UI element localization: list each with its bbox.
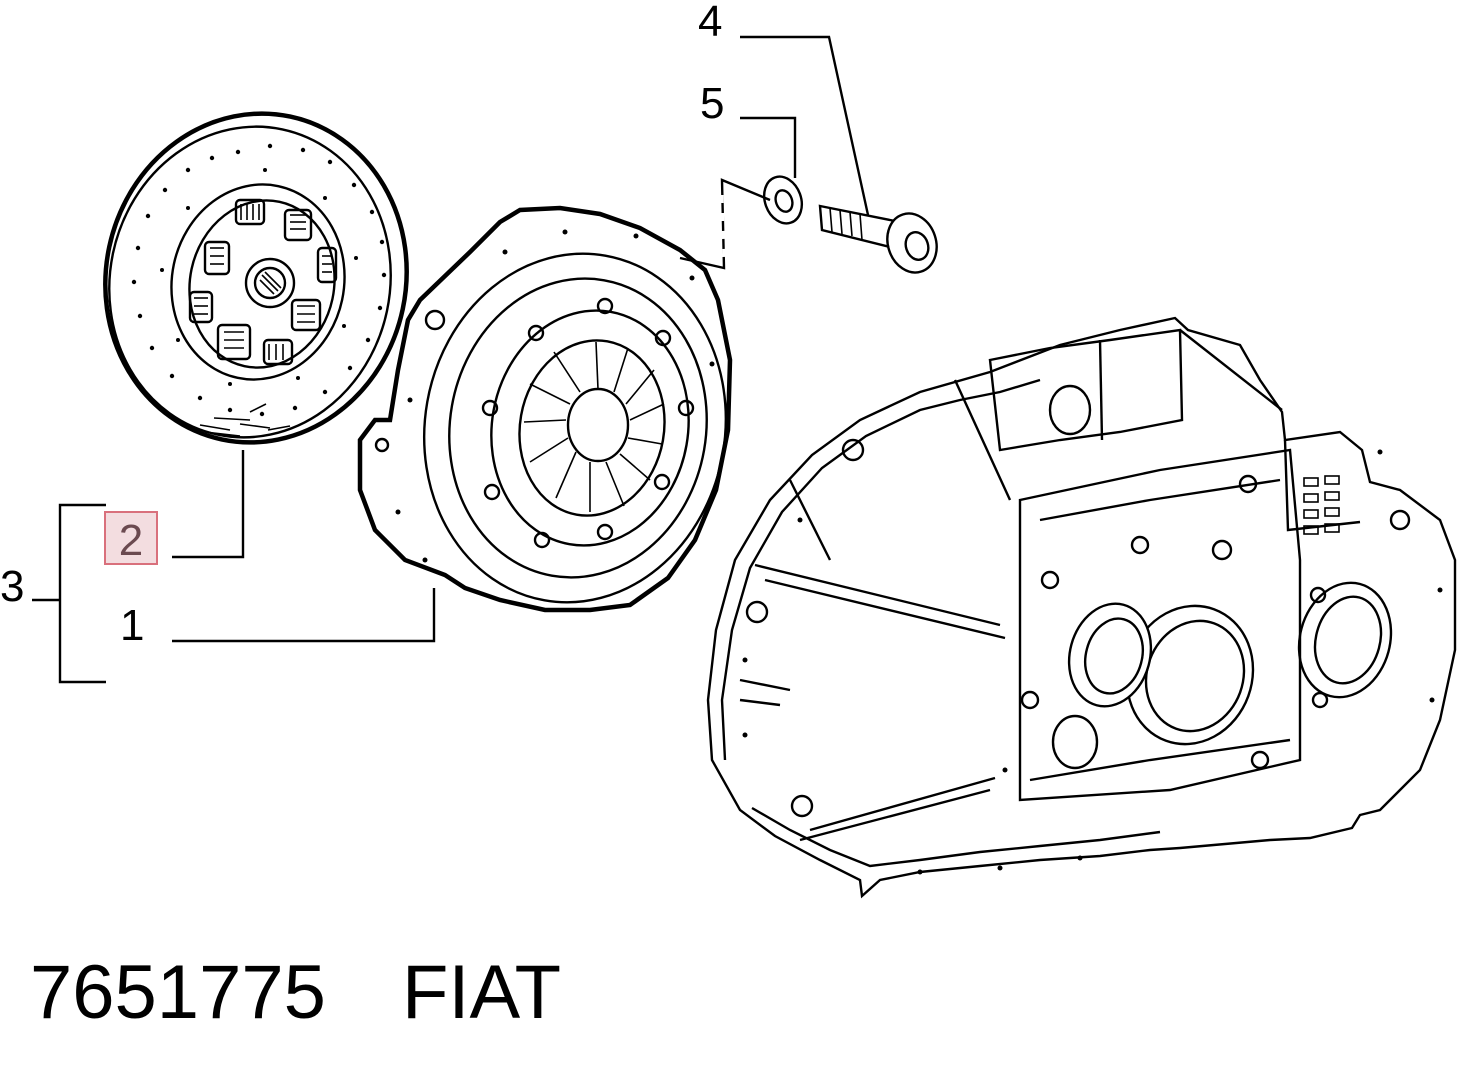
highlight-box-part-2 bbox=[104, 511, 158, 565]
leader-lines bbox=[32, 35, 870, 684]
bolt bbox=[818, 204, 938, 274]
callout-4: 4 bbox=[698, 0, 723, 46]
brand-label: FIAT bbox=[402, 950, 562, 1035]
callout-5: 5 bbox=[700, 79, 725, 128]
callout-1: 1 bbox=[120, 601, 145, 650]
callout-3: 3 bbox=[0, 562, 25, 611]
callout-2[interactable]: 2 bbox=[118, 516, 144, 565]
clutch-disc bbox=[103, 111, 409, 445]
clutch-pressure-plate bbox=[357, 205, 733, 613]
part-number: 7651775 bbox=[30, 950, 326, 1035]
washer bbox=[762, 175, 804, 225]
gearbox-housing bbox=[706, 316, 1457, 899]
